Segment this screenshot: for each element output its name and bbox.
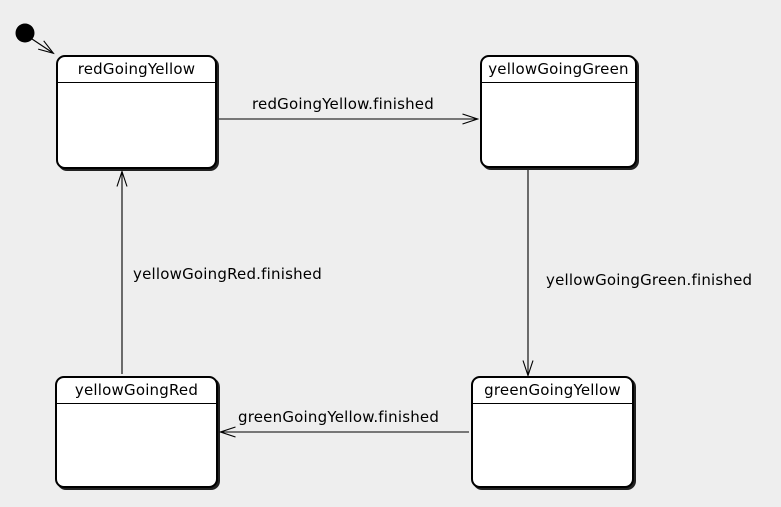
initial-state-dot[interactable] [16,24,35,43]
transition-label-greenGoingYellow-finished[interactable]: greenGoingYellow.finished [238,408,439,427]
state-title: yellowGoingGreen [482,57,635,83]
state-title: yellowGoingRed [57,378,216,404]
transition-label-yellowGoingRed-finished[interactable]: yellowGoingRed.finished [133,265,322,284]
state-title: greenGoingYellow [473,378,632,404]
state-body [57,404,216,486]
initial-transition-line[interactable] [32,39,53,53]
state-body [473,404,632,486]
transition-label-redGoingYellow-finished[interactable]: redGoingYellow.finished [252,95,434,114]
state-body [58,83,215,167]
transition-label-yellowGoingGreen-finished[interactable]: yellowGoingGreen.finished [546,271,752,290]
state-yellowGoingRed[interactable]: yellowGoingRed [55,376,218,488]
state-greenGoingYellow[interactable]: greenGoingYellow [471,376,634,488]
state-yellowGoingGreen[interactable]: yellowGoingGreen [480,55,637,168]
state-title: redGoingYellow [58,57,215,83]
state-body [482,83,635,166]
state-redGoingYellow[interactable]: redGoingYellow [56,55,217,169]
